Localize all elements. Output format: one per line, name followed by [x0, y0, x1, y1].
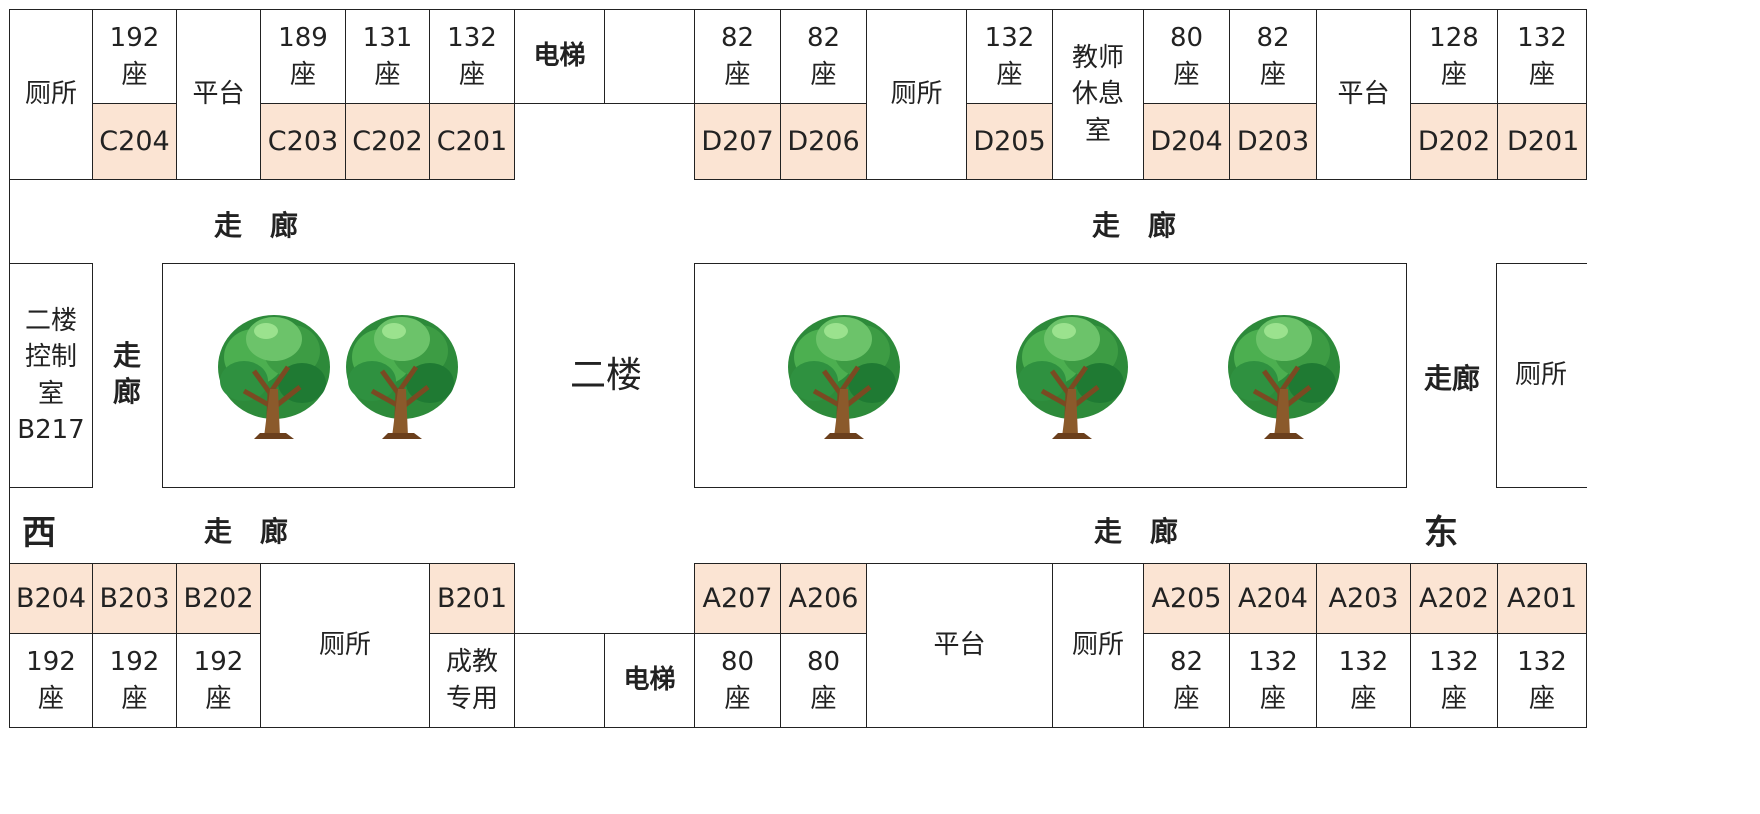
- room-b201[interactable]: B201: [429, 563, 515, 634]
- corridor-upper-outline: [9, 179, 10, 264]
- floor-label: 二楼: [570, 355, 643, 396]
- seat-count-a207: 80 座: [694, 633, 781, 728]
- room-a202[interactable]: A202: [1410, 563, 1498, 634]
- room-c202[interactable]: C202: [345, 103, 430, 180]
- platform-c: 平台: [176, 9, 261, 180]
- room-b203[interactable]: B203: [92, 563, 177, 634]
- corridor-label-bottom-east: 走 廊: [1094, 515, 1179, 548]
- tree-icon: [784, 309, 904, 441]
- compass-east: 东: [1424, 513, 1458, 553]
- corridor-label-top-east: 走 廊: [1092, 209, 1177, 242]
- seat-count-b204: 192 座: [9, 633, 93, 728]
- seat-count-d206: 82 座: [780, 9, 867, 104]
- corridor-label-vertical: 走 廊: [113, 339, 142, 409]
- corridor-label-top-west: 走 廊: [214, 209, 299, 242]
- room-a207[interactable]: A207: [694, 563, 781, 634]
- toilet-c: 厕所: [9, 9, 93, 180]
- control-room-b217[interactable]: 二楼 控制 室 B217: [9, 263, 93, 488]
- seat-count-a205: 82 座: [1143, 633, 1230, 728]
- room-d205[interactable]: D205: [966, 103, 1053, 180]
- platform-d: 平台: [1316, 9, 1411, 180]
- toilet-d: 厕所: [866, 9, 967, 180]
- tree-icon: [214, 309, 334, 441]
- room-d202[interactable]: D202: [1410, 103, 1498, 180]
- seat-count-a204: 132 座: [1229, 633, 1317, 728]
- room-d201[interactable]: D201: [1497, 103, 1587, 180]
- corridor-label-east: 走廊: [1424, 362, 1481, 395]
- room-b204[interactable]: B204: [9, 563, 93, 634]
- seat-count-d201: 132 座: [1497, 9, 1587, 104]
- tree-icon: [1224, 309, 1344, 441]
- seat-count-c201: 132 座: [429, 9, 515, 104]
- seat-count-a202: 132 座: [1410, 633, 1498, 728]
- room-a206[interactable]: A206: [780, 563, 867, 634]
- seat-count-d203: 82 座: [1229, 9, 1317, 104]
- room-a203[interactable]: A203: [1316, 563, 1411, 634]
- room-c204[interactable]: C204: [92, 103, 177, 180]
- seat-count-c204: 192 座: [92, 9, 177, 104]
- adult-education-label: 成教 专用: [429, 633, 515, 728]
- seat-count-b202: 192 座: [176, 633, 261, 728]
- elevator-bottom: 电梯: [604, 633, 695, 728]
- toilet-a: 厕所: [1052, 563, 1144, 728]
- corridor-lower-outline: [9, 487, 10, 564]
- seat-count-d205: 132 座: [966, 9, 1053, 104]
- room-d203[interactable]: D203: [1229, 103, 1317, 180]
- room-d207[interactable]: D207: [694, 103, 781, 180]
- room-a204[interactable]: A204: [1229, 563, 1317, 634]
- toilet-b: 厕所: [260, 563, 430, 728]
- seat-count-a203: 132 座: [1316, 633, 1411, 728]
- room-b202[interactable]: B202: [176, 563, 261, 634]
- seat-count-b203: 192 座: [92, 633, 177, 728]
- room-d204[interactable]: D204: [1143, 103, 1230, 180]
- platform-a: 平台: [866, 563, 1053, 728]
- tree-icon: [342, 309, 462, 441]
- teacher-lounge: 教师 休息 室: [1052, 9, 1144, 180]
- elevator-top: 电梯: [514, 9, 605, 104]
- seat-count-c202: 131 座: [345, 9, 430, 104]
- elevator-bottom-blank: [514, 633, 605, 728]
- toilet-east: 厕所: [1496, 263, 1587, 488]
- seat-count-a206: 80 座: [780, 633, 867, 728]
- tree-icon: [1012, 309, 1132, 441]
- elevator-top-blank: [604, 9, 695, 104]
- room-a201[interactable]: A201: [1497, 563, 1587, 634]
- room-d206[interactable]: D206: [780, 103, 867, 180]
- seat-count-a201: 132 座: [1497, 633, 1587, 728]
- room-c201[interactable]: C201: [429, 103, 515, 180]
- seat-count-c203: 189 座: [260, 9, 346, 104]
- seat-count-d207: 82 座: [694, 9, 781, 104]
- room-a205[interactable]: A205: [1143, 563, 1230, 634]
- corridor-label-bottom-west: 走 廊: [204, 515, 289, 548]
- room-c203[interactable]: C203: [260, 103, 346, 180]
- seat-count-d202: 128 座: [1410, 9, 1498, 104]
- compass-west: 西: [22, 513, 56, 553]
- seat-count-d204: 80 座: [1143, 9, 1230, 104]
